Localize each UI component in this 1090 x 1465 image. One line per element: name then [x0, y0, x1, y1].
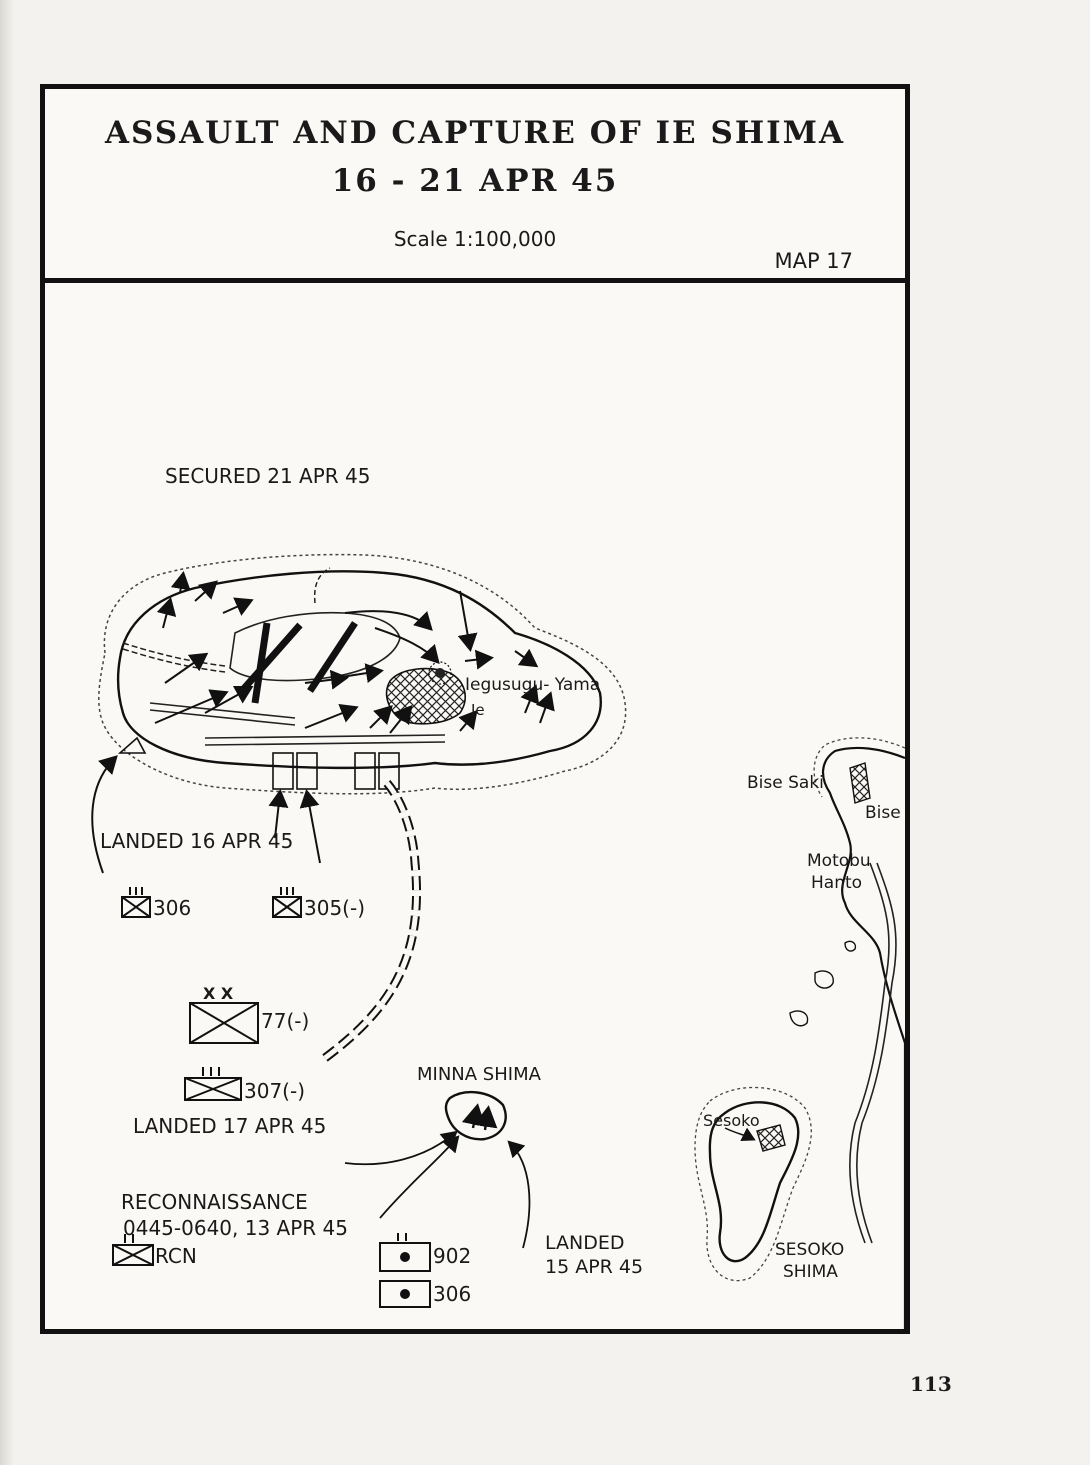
unit-305-symbol	[272, 887, 302, 918]
unit-902-symbol	[379, 1233, 431, 1272]
label-landed-17: LANDED 17 APR 45	[133, 1114, 326, 1138]
west-strip	[149, 702, 296, 719]
map-scale: Scale 1:100,000	[393, 227, 557, 251]
unit-rcn-symbol	[112, 1234, 154, 1266]
map-number: MAP 17	[774, 249, 853, 273]
map-area: SECURED 21 APR 45 Iegusugu- Yama Ie LAND…	[91, 464, 905, 1329]
label-unit-rcn: RCN	[155, 1244, 197, 1268]
landing-route-17apr-inner	[323, 781, 419, 1060]
south-strip	[204, 734, 446, 739]
label-ie: Ie	[471, 701, 485, 719]
label-landed-15: LANDED	[545, 1232, 625, 1254]
map-frame: ASSAULT AND CAPTURE OF IE SHIMA 16 - 21 …	[40, 84, 910, 1334]
label-bise: Bise	[865, 803, 901, 823]
ie-shima-reef	[98, 553, 627, 795]
motobu-reef	[813, 737, 905, 798]
label-unit-305: 305(-)	[304, 896, 365, 920]
unit-77-division-symbol	[189, 1002, 259, 1044]
label-hanto: Hanto	[811, 873, 862, 893]
sesoko-shima	[708, 1101, 800, 1263]
map-dates: 16 - 21 APR 45	[331, 163, 619, 199]
map-header: ASSAULT AND CAPTURE OF IE SHIMA 16 - 21 …	[45, 89, 905, 283]
page-edge	[0, 0, 14, 1465]
label-div-echelon: X X	[203, 984, 234, 1003]
label-motobu: Motobu	[807, 851, 871, 871]
ie-town	[385, 667, 466, 725]
ie-shima-coast	[116, 570, 602, 770]
label-reconnaissance: RECONNAISSANCE	[121, 1190, 308, 1214]
motobu-coast	[822, 746, 905, 1329]
runway-3	[307, 621, 358, 693]
label-landed-16: LANDED 16 APR 45	[100, 829, 293, 853]
beach-1	[272, 752, 294, 790]
label-unit-306b: 306	[433, 1282, 471, 1306]
minna-landing-arrows	[344, 1130, 531, 1249]
map-title: ASSAULT AND CAPTURE OF IE SHIMA	[104, 115, 846, 151]
label-sesoko: Sesoko	[703, 1111, 760, 1130]
iegusugu-yama-peak	[428, 661, 452, 685]
road-center	[313, 567, 331, 604]
west-strip-2	[149, 709, 296, 726]
beach-2	[296, 752, 318, 790]
road-west	[122, 642, 226, 667]
unit-306-symbol	[121, 887, 151, 918]
label-recon-time: 0445-0640, 13 APR 45	[123, 1216, 348, 1240]
beach-west	[117, 736, 147, 754]
label-unit-306: 306	[153, 896, 191, 920]
runway-1	[251, 622, 271, 704]
label-secured: SECURED 21 APR 45	[165, 464, 370, 488]
bise-village	[849, 762, 871, 804]
label-bise-saki: Bise Saki	[747, 773, 824, 793]
motobu-road-2	[856, 862, 897, 1244]
road-west-2	[122, 648, 226, 673]
sesoko-village	[756, 1124, 786, 1152]
attack-arrows	[154, 571, 555, 734]
label-unit-307: 307(-)	[244, 1079, 305, 1103]
label-unit-902: 902	[433, 1244, 471, 1268]
label-unit-77: 77(-)	[261, 1009, 309, 1033]
minna-shima	[444, 1090, 507, 1141]
sesoko-arrow	[724, 1127, 756, 1142]
unit-307-symbol	[184, 1067, 242, 1101]
south-strip-2	[204, 741, 446, 746]
page-number: 113	[910, 1372, 952, 1396]
runway-2	[237, 622, 303, 696]
label-iegusugu-yama: Iegusugu- Yama	[465, 675, 600, 695]
label-sesoko-shima-1: SESOKO	[775, 1240, 844, 1260]
peak-center	[435, 668, 445, 678]
landing-arrows	[91, 755, 321, 874]
label-landed-15-date: 15 APR 45	[545, 1256, 643, 1278]
beach-3	[354, 752, 376, 790]
label-sesoko-shima-2: SHIMA	[783, 1262, 838, 1282]
label-minna-shima: MINNA SHIMA	[417, 1064, 542, 1085]
motobu-road	[849, 862, 890, 1244]
minna-arrows	[461, 1103, 498, 1131]
small-islands	[789, 940, 857, 1027]
sesoko-reef	[694, 1086, 812, 1282]
unit-306b-symbol	[379, 1280, 431, 1308]
